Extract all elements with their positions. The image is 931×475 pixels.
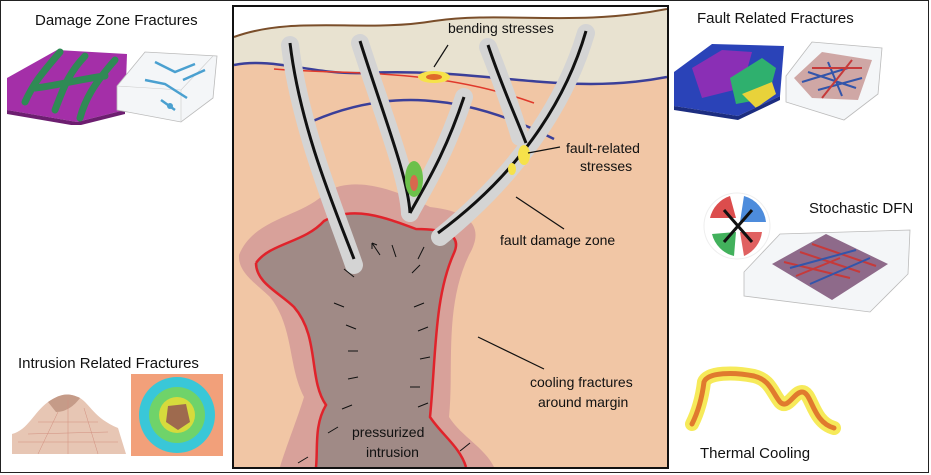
fault-dfn-scatter — [785, 41, 883, 121]
dfn-scatter-box — [116, 51, 218, 123]
thermal-cooling-image — [685, 366, 841, 435]
upper-blue-horizon — [234, 61, 667, 86]
fault-stress-model — [674, 44, 784, 120]
bending-stress-core — [426, 74, 442, 80]
intrusion-cross-section: bending stresses fault-related stresses … — [232, 5, 669, 469]
stochastic-dfn-images — [703, 192, 911, 313]
bending-stresses-label: bending stresses — [448, 20, 554, 36]
bending-stresses-leader — [433, 44, 449, 68]
fault-stress-spot-2 — [508, 163, 516, 175]
cooling-fracture-line — [689, 371, 837, 431]
stereonet-plot — [703, 192, 771, 260]
ground-surface-line — [234, 8, 667, 38]
stochastic-dfn-title: Stochastic DFN — [809, 200, 914, 217]
fault-related-stresses-label-1: fault-related — [566, 140, 640, 156]
fault-related-fractures-title: Fault Related Fractures — [697, 10, 854, 27]
fracture-network — [21, 48, 119, 122]
cooling-fractures-label-1: cooling fractures — [530, 374, 633, 390]
fault-related-stresses-leader — [527, 146, 561, 154]
damage-zone-fractures-images — [7, 48, 218, 125]
fault-damage-zone-leader — [515, 196, 565, 230]
cooling-fractures-leader — [477, 336, 545, 370]
pressure-arrows — [297, 242, 471, 464]
damage-zone-fractures-title: Damage Zone Fractures — [35, 12, 198, 29]
thermal-cooling-title: Thermal Cooling — [700, 445, 811, 462]
fault-stress-spot — [518, 145, 530, 165]
fault-damage-zone-label: fault damage zone — [500, 232, 615, 248]
sky — [234, 7, 667, 37]
intrusion-stress-field — [131, 374, 223, 456]
fault-lines — [288, 30, 588, 260]
intrusion-related-fractures-images — [12, 374, 223, 456]
cross-section-svg: bending stresses fault-related stresses … — [234, 7, 667, 467]
green-stress-core — [410, 175, 418, 191]
cooling-fractures-label-2: around margin — [538, 394, 628, 410]
intrusion-related-fractures-title: Intrusion Related Fractures — [18, 355, 199, 372]
fault-related-stresses-label-2: stresses — [580, 158, 632, 174]
stochastic-dfn-scatter — [743, 229, 911, 313]
intrusion-mesh-model — [12, 394, 126, 455]
pressurized-label-2: intrusion — [366, 444, 419, 460]
pressurized-label-1: pressurized — [352, 424, 424, 440]
intrusion-body — [256, 213, 466, 467]
intrusion-margin-left — [254, 262, 328, 467]
surface-layer — [234, 9, 667, 84]
fault-related-fractures-images — [674, 41, 883, 121]
